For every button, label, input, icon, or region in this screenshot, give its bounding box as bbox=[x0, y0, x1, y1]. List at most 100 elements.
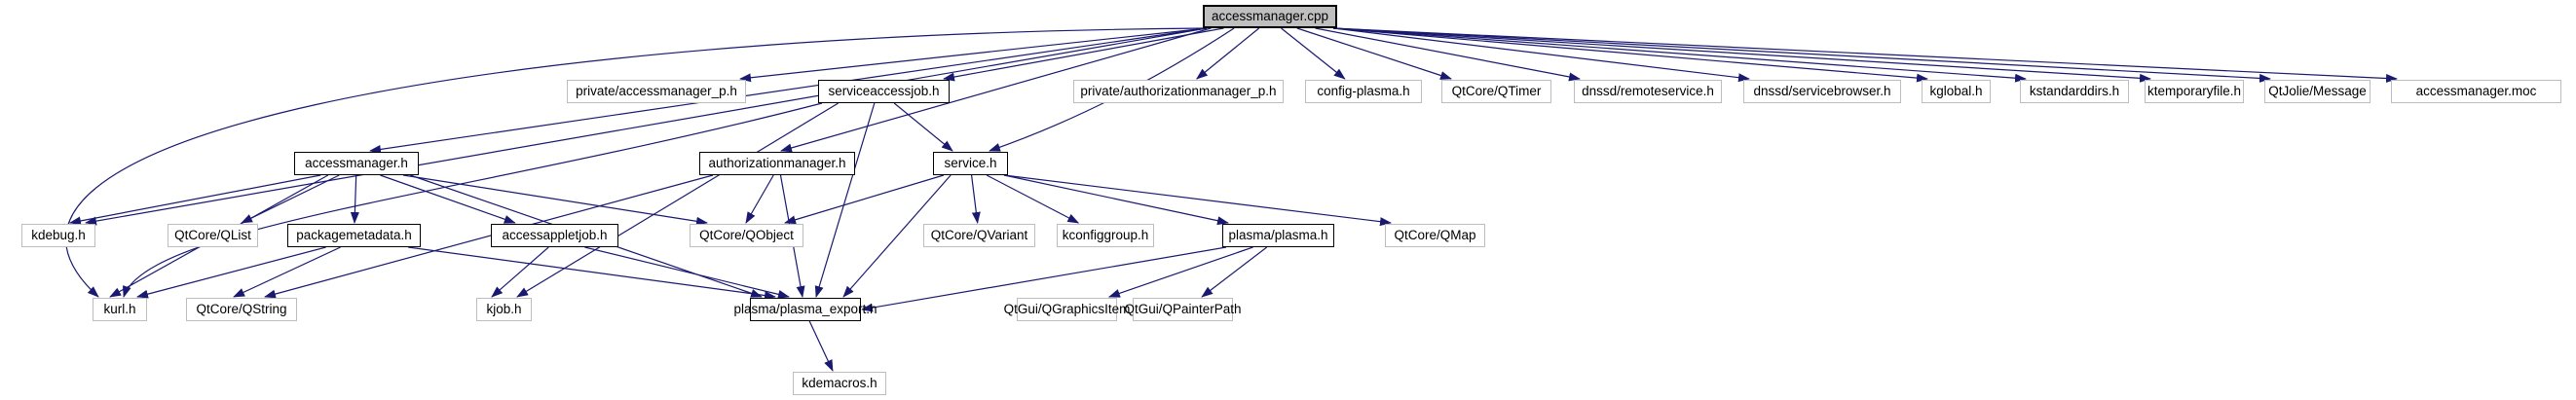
edge-packagemetadata-to-plasma-export bbox=[408, 246, 776, 300]
edge-cpp-to-qjolie-message bbox=[1332, 27, 2271, 83]
node-label: kjob.h bbox=[486, 302, 522, 317]
edge-cpp-to-accessmanager-p bbox=[739, 27, 1208, 83]
edge-plasma-h-to-qgraphicsitem bbox=[1107, 246, 1253, 298]
node-label: QtCore/QObject bbox=[699, 228, 794, 243]
edge-service-h-to-plasma-export bbox=[842, 174, 952, 298]
node-label: QtGui/QGraphicsItem bbox=[1003, 302, 1131, 317]
node-qtimer: QtCore/QTimer bbox=[1441, 80, 1551, 103]
node-packagemetadata[interactable]: packagemetadata.h bbox=[287, 224, 421, 247]
node-kurl: kurl.h bbox=[93, 298, 147, 321]
node-qvariant: QtCore/QVariant bbox=[923, 224, 1035, 247]
edge-authorizationmanager-h-to-qobject bbox=[745, 174, 774, 224]
node-label: accessmanager.moc bbox=[2415, 84, 2537, 99]
edge-service-h-to-kconfiggroup bbox=[986, 174, 1080, 224]
node-label: kdebug.h bbox=[31, 228, 86, 243]
node-serviceaccessjob[interactable]: serviceaccessjob.h bbox=[818, 80, 950, 103]
node-qobject: QtCore/QObject bbox=[690, 224, 803, 247]
edge-accessmanager-h-to-qobject bbox=[402, 174, 708, 226]
node-accessmanager-h[interactable]: accessmanager.h bbox=[294, 152, 419, 175]
node-plasma-h[interactable]: plasma/plasma.h bbox=[1222, 224, 1334, 247]
node-label: serviceaccessjob.h bbox=[828, 84, 940, 99]
node-label: ktemporaryfile.h bbox=[2147, 84, 2242, 99]
node-label: plasma/plasma_export.h bbox=[733, 302, 877, 317]
node-label: QtCore/QTimer bbox=[1451, 84, 1542, 99]
node-label: accessmanager.h bbox=[305, 156, 408, 171]
edge-service-h-to-qmap bbox=[1003, 174, 1392, 227]
node-label: accessappletjob.h bbox=[502, 228, 608, 243]
edge-accessappletjob-to-kjob bbox=[491, 246, 549, 298]
node-qjolie-message: QtJolie/Message bbox=[2264, 80, 2371, 103]
node-label: QtCore/QMap bbox=[1394, 228, 1476, 243]
node-plasma-export[interactable]: plasma/plasma_export.h bbox=[733, 298, 877, 321]
edge-packagemetadata-to-kurl bbox=[136, 246, 326, 299]
edge-service-h-to-qvariant bbox=[970, 174, 981, 224]
edge-serviceaccessjob-to-plasma-export bbox=[814, 102, 876, 298]
node-kjob: kjob.h bbox=[476, 298, 532, 321]
node-qmap: QtCore/QMap bbox=[1385, 224, 1485, 247]
node-accessappletjob[interactable]: accessappletjob.h bbox=[491, 224, 618, 247]
edge-cpp-to-kdebug bbox=[85, 27, 1208, 226]
edge-packagemetadata-to-qstring bbox=[233, 246, 341, 298]
node-label: kstandarddirs.h bbox=[2029, 84, 2120, 99]
node-authorizationmanager-p: private/authorizationmanager_p.h bbox=[1073, 80, 1284, 103]
edge-serviceaccessjob-to-kurl bbox=[123, 102, 823, 298]
node-label: kconfiggroup.h bbox=[1062, 228, 1149, 243]
edge-cpp-to-authorizationmanager-p bbox=[1196, 27, 1260, 80]
node-label: service.h bbox=[944, 156, 997, 171]
edge-serviceaccessjob-to-kjob bbox=[516, 102, 840, 298]
node-ktemporaryfile: ktemporaryfile.h bbox=[2145, 80, 2244, 103]
edge-cpp-to-moc bbox=[1332, 27, 2398, 83]
node-servicebrowser: dnssd/servicebrowser.h bbox=[1743, 80, 1901, 103]
node-kdebug: kdebug.h bbox=[21, 224, 95, 247]
edge-cpp-to-authorizationmanager-h bbox=[780, 27, 1212, 153]
node-label: private/accessmanager_p.h bbox=[576, 84, 737, 99]
node-label: packagemetadata.h bbox=[296, 228, 412, 243]
node-kconfiggroup: kconfiggroup.h bbox=[1057, 224, 1154, 247]
node-moc: accessmanager.moc bbox=[2391, 80, 2561, 103]
edge-service-h-to-plasma-h bbox=[1003, 174, 1229, 226]
node-label: QtCore/QList bbox=[174, 228, 251, 243]
node-kstandarddirs: kstandarddirs.h bbox=[2020, 80, 2129, 103]
node-label: QtGui/QPainterPath bbox=[1124, 302, 1242, 317]
node-label: QtCore/QString bbox=[196, 302, 287, 317]
node-qstring: QtCore/QString bbox=[186, 298, 297, 321]
node-label: dnssd/servicebrowser.h bbox=[1753, 84, 1891, 99]
edge-cpp-to-servicebrowser bbox=[1332, 27, 1750, 83]
node-remoteservice: dnssd/remoteservice.h bbox=[1574, 80, 1722, 103]
edge-plasma-h-to-qpainterpath bbox=[1201, 246, 1268, 298]
edge-cpp-to-config-plasma bbox=[1281, 27, 1346, 80]
node-label: kurl.h bbox=[103, 302, 136, 317]
node-qlist: QtCore/QList bbox=[168, 224, 258, 247]
node-label: QtJolie/Message bbox=[2268, 84, 2367, 99]
node-label: kglobal.h bbox=[1929, 84, 1983, 99]
edge-serviceaccessjob-to-service-h bbox=[893, 102, 953, 152]
node-accessmanager-p: private/accessmanager_p.h bbox=[567, 80, 746, 103]
edge-cpp-to-remoteservice bbox=[1315, 27, 1581, 82]
edge-accessmanager-h-to-kdebug bbox=[69, 174, 321, 226]
edge-cpp-to-kglobal bbox=[1332, 27, 1928, 83]
edge-cpp-to-serviceaccessjob bbox=[943, 27, 1224, 82]
edge-accessmanager-h-to-accessappletjob bbox=[380, 174, 516, 224]
edge-service-h-to-qobject bbox=[784, 174, 945, 225]
node-label: authorizationmanager.h bbox=[708, 156, 846, 171]
edge-cpp-to-kstandarddirs bbox=[1332, 27, 2027, 83]
node-label: kdemacros.h bbox=[802, 376, 877, 391]
node-authorizationmanager-h[interactable]: authorizationmanager.h bbox=[699, 152, 855, 175]
edge-accessmanager-h-to-packagemetadata bbox=[350, 174, 359, 224]
node-kdemacros: kdemacros.h bbox=[793, 372, 886, 395]
node-label: config-plasma.h bbox=[1317, 84, 1410, 99]
edge-plasma-export-to-kdemacros bbox=[808, 320, 834, 372]
node-label: private/authorizationmanager_p.h bbox=[1080, 84, 1277, 99]
edge-plasma-h-to-plasma-export bbox=[861, 246, 1227, 312]
node-qgraphicsitem: QtGui/QGraphicsItem bbox=[1004, 298, 1130, 321]
edge-authorizationmanager-h-to-qstring bbox=[264, 174, 714, 299]
node-label: accessmanager.cpp bbox=[1211, 9, 1329, 24]
edge-accessappletjob-to-plasma-export bbox=[584, 246, 790, 299]
node-config-plasma: config-plasma.h bbox=[1305, 80, 1422, 103]
edge-cpp-to-accessmanager-h bbox=[369, 27, 1208, 154]
node-service-h[interactable]: service.h bbox=[933, 152, 1008, 175]
node-label: dnssd/remoteservice.h bbox=[1582, 84, 1714, 99]
node-kglobal: kglobal.h bbox=[1922, 80, 1991, 103]
